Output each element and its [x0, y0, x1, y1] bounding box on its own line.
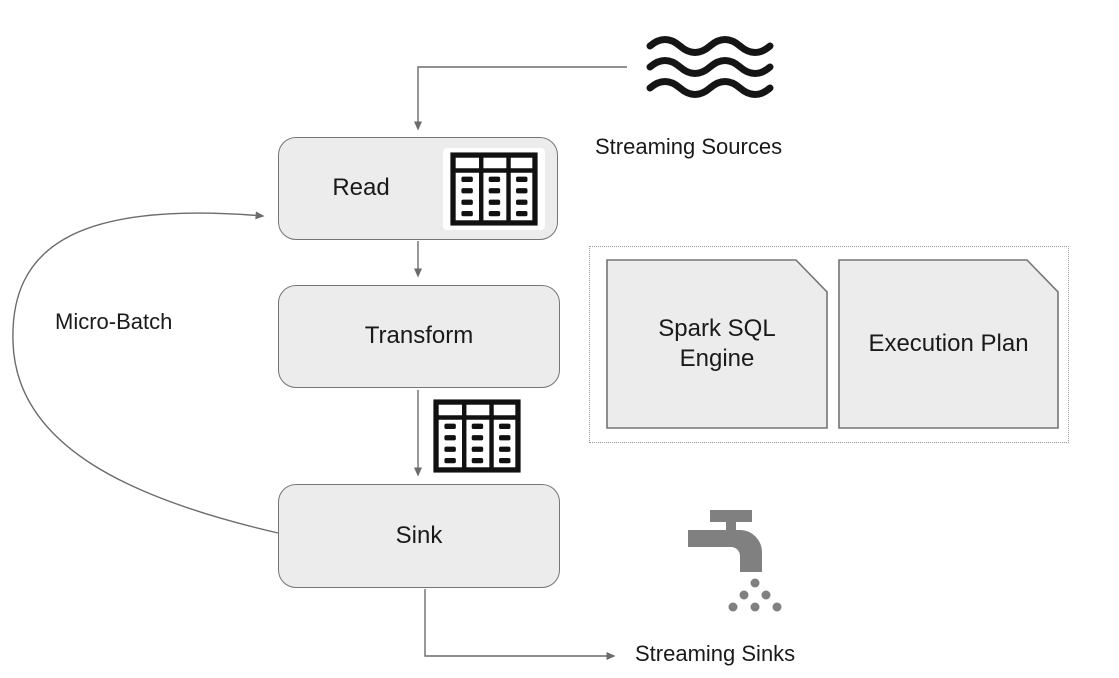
faucet-icon	[688, 510, 786, 614]
waves-icon	[645, 36, 775, 98]
node-sink: Sink	[278, 484, 560, 588]
node-execution-plan-label: Execution Plan	[868, 330, 1029, 357]
node-spark-sql-engine: Spark SQL Engine	[606, 259, 828, 429]
node-read: Read	[278, 137, 558, 240]
connector-micro-batch-loop	[12, 211, 279, 534]
node-transform: Transform	[278, 285, 560, 388]
node-transform-label: Transform	[364, 322, 474, 350]
streaming-sinks-label: Streaming Sinks	[635, 641, 796, 666]
table-columns-icon	[443, 147, 545, 230]
node-spark-sql-engine-label: Spark SQL Engine	[658, 315, 776, 372]
connector-sink-to-streaming-sinks	[424, 589, 616, 660]
streaming-sources-label: Streaming Sources	[595, 134, 783, 159]
micro-batch-label: Micro-Batch	[55, 309, 173, 334]
node-sink-label: Sink	[395, 521, 443, 549]
node-read-label: Read	[332, 174, 390, 202]
connector-sources-to-read	[414, 66, 627, 131]
spark-engine-container: Spark SQL Engine Execution Plan	[589, 246, 1069, 443]
node-execution-plan: Execution Plan	[838, 259, 1059, 429]
table-columns-icon	[430, 398, 524, 474]
